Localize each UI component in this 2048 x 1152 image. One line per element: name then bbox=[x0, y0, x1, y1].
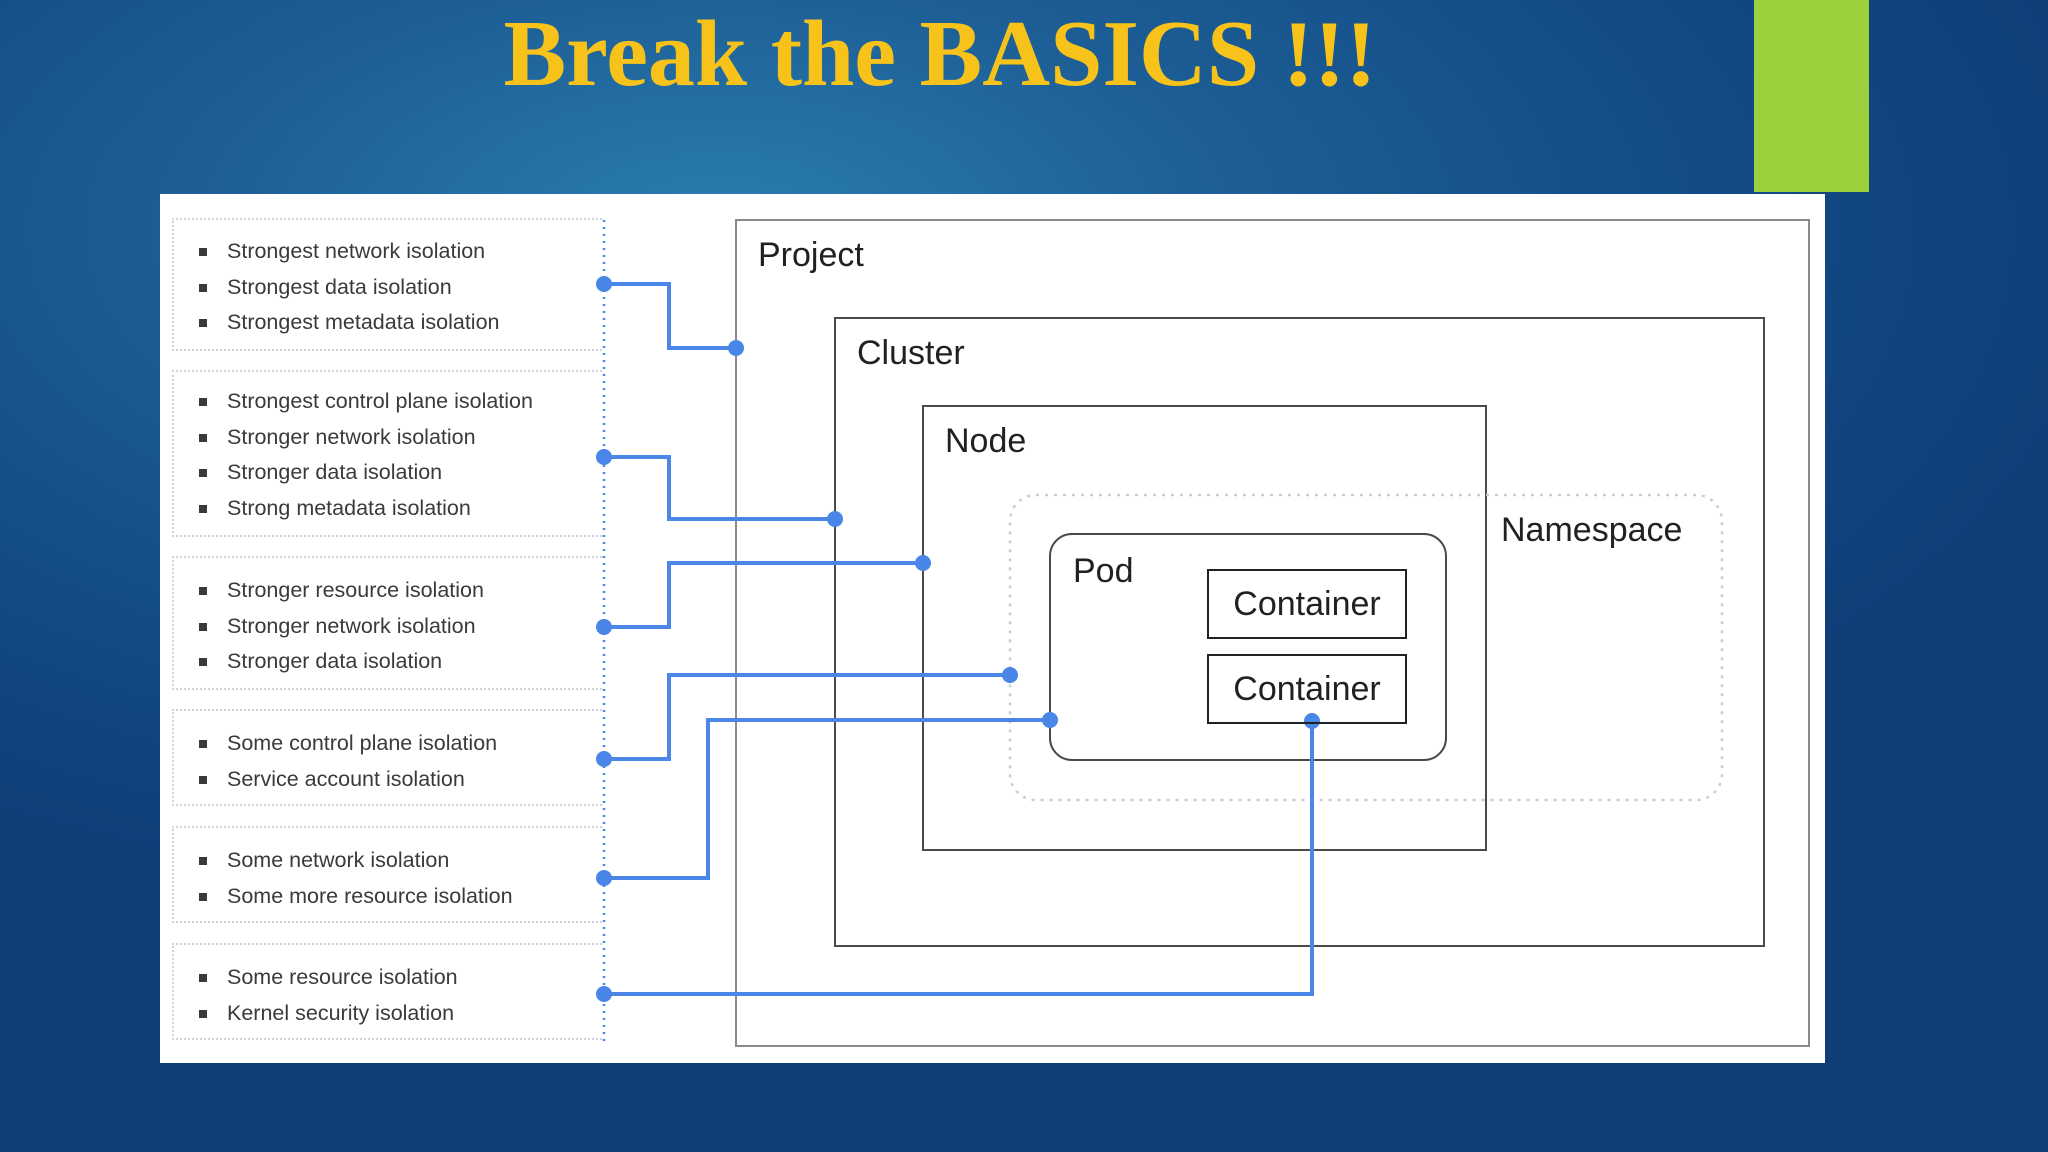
isolation-group-pod: Some network isolation Some more resourc… bbox=[172, 826, 602, 923]
diagram-panel: Project Cluster Node Namespace Pod Conta… bbox=[160, 194, 1825, 1063]
isolation-group-container: Some resource isolation Kernel security … bbox=[172, 943, 602, 1040]
namespace-box bbox=[1008, 493, 1724, 802]
connector-pod bbox=[604, 718, 1050, 880]
cluster-label: Cluster bbox=[857, 334, 965, 372]
list-item: Strongest network isolation bbox=[174, 234, 602, 270]
connectors bbox=[604, 282, 1314, 996]
list-item: Stronger network isolation bbox=[174, 609, 602, 645]
container-box-1: Container bbox=[1207, 569, 1407, 639]
slide-title: Break the BASICS !!! bbox=[503, 2, 1377, 106]
node-box bbox=[922, 405, 1487, 851]
connector-cluster bbox=[604, 455, 835, 521]
isolation-group-namespace: Some control plane isolation Service acc… bbox=[172, 709, 602, 806]
connector-container bbox=[604, 721, 1314, 996]
pod-label: Pod bbox=[1073, 552, 1134, 590]
cluster-box bbox=[834, 317, 1765, 947]
list-item: Stronger data isolation bbox=[174, 644, 602, 680]
list-item: Some control plane isolation bbox=[174, 726, 602, 762]
connector-project bbox=[604, 282, 736, 350]
list-item: Strongest control plane isolation bbox=[174, 384, 602, 420]
list-item: Some network isolation bbox=[174, 843, 602, 879]
list-item: Kernel security isolation bbox=[174, 996, 602, 1032]
project-box bbox=[735, 219, 1810, 1047]
list-item: Strongest metadata isolation bbox=[174, 305, 602, 341]
list-item: Strongest data isolation bbox=[174, 270, 602, 306]
list-item: Service account isolation bbox=[174, 762, 602, 798]
list-item: Stronger network isolation bbox=[174, 420, 602, 456]
isolation-group-cluster: Strongest control plane isolation Strong… bbox=[172, 370, 602, 537]
pod-box bbox=[1049, 533, 1447, 761]
list-item: Stronger resource isolation bbox=[174, 573, 602, 609]
accent-rectangle bbox=[1754, 0, 1869, 192]
namespace-label: Namespace bbox=[1501, 511, 1683, 549]
project-label: Project bbox=[758, 236, 864, 274]
connector-namespace bbox=[604, 673, 1010, 761]
container-label: Container bbox=[1233, 585, 1381, 623]
container-box-2: Container bbox=[1207, 654, 1407, 724]
connector-node bbox=[604, 561, 923, 629]
list-item: Stronger data isolation bbox=[174, 455, 602, 491]
diagram-lines bbox=[596, 219, 1810, 1047]
list-item: Some more resource isolation bbox=[174, 879, 602, 915]
container-label: Container bbox=[1233, 670, 1381, 708]
isolation-group-node: Stronger resource isolation Stronger net… bbox=[172, 556, 602, 690]
isolation-group-project: Strongest network isolation Strongest da… bbox=[172, 218, 602, 351]
connector-dots bbox=[596, 276, 1320, 1002]
list-item: Some resource isolation bbox=[174, 960, 602, 996]
node-label: Node bbox=[945, 422, 1027, 460]
list-item: Strong metadata isolation bbox=[174, 491, 602, 527]
